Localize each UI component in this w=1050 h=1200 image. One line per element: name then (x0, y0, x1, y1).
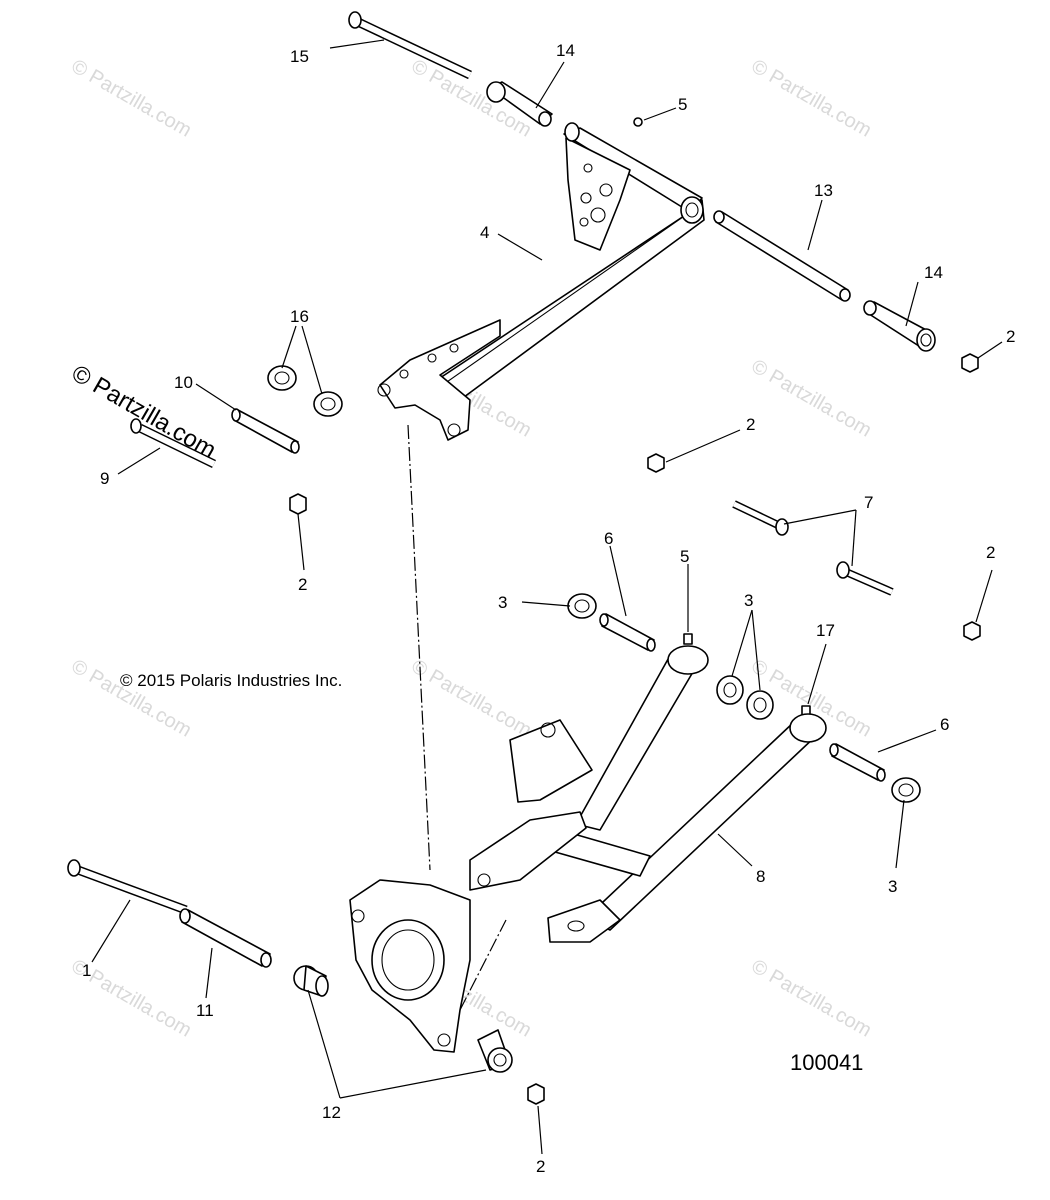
callout-1: 1 (82, 961, 91, 980)
alignment-line (459, 919, 507, 1011)
part-13-tube[interactable] (713, 210, 851, 302)
callout-10: 10 (174, 373, 193, 392)
callout-7: 7 (864, 493, 873, 512)
watermark: © Partzilla.com (68, 655, 196, 741)
part-6-sleeve-a[interactable] (599, 613, 656, 652)
callout-17: 17 (816, 621, 835, 640)
callout-3: 3 (888, 877, 897, 896)
watermark: © Partzilla.com (748, 355, 876, 441)
callout-13: 13 (814, 181, 833, 200)
part-12-bushing-b[interactable] (477, 1029, 513, 1073)
part-1-bolt[interactable] (67, 859, 188, 915)
callout-3: 3 (744, 591, 753, 610)
part-2-nut-e[interactable] (527, 1083, 545, 1105)
callout-14: 14 (556, 41, 575, 60)
copyright-text: © 2015 Polaris Industries Inc. (120, 671, 342, 690)
part-5-grease-fitting-lower[interactable] (683, 633, 693, 645)
part-15-bolt[interactable] (348, 11, 472, 80)
part-5-grease-fitting-top[interactable] (633, 117, 643, 127)
callout-15: 15 (290, 47, 309, 66)
watermarks: © Partzilla.com © Partzilla.com © Partzi… (68, 55, 876, 1041)
part-12-bushing-a[interactable] (293, 965, 329, 997)
callout-2: 2 (1006, 327, 1015, 346)
callout-2: 2 (746, 415, 755, 434)
part-2-nut-b[interactable] (647, 453, 665, 473)
hub-knuckle[interactable] (349, 879, 471, 1053)
callout-3: 3 (498, 593, 507, 612)
callout-11: 11 (196, 1001, 214, 1020)
part-3-bushing-c[interactable] (746, 690, 774, 720)
part-2-nut-a[interactable] (961, 353, 979, 373)
part-16-bushing-a[interactable] (267, 365, 297, 391)
part-4-upper-a-arm[interactable] (377, 122, 705, 441)
part-11-sleeve[interactable] (179, 908, 272, 968)
part-2-nut-c[interactable] (289, 493, 307, 515)
callout-2: 2 (298, 575, 307, 594)
callout-6: 6 (604, 529, 613, 548)
part-7-bolt-a[interactable] (732, 500, 789, 536)
part-16-bushing-b[interactable] (313, 391, 343, 417)
part-3-bushing-b[interactable] (716, 675, 744, 705)
part-14-bushing-right[interactable] (863, 300, 936, 352)
part-3-bushing-d[interactable] (891, 777, 921, 803)
part-3-bushing-a[interactable] (567, 593, 597, 619)
part-2-nut-d[interactable] (963, 621, 981, 641)
part-7-bolt-b[interactable] (836, 561, 894, 596)
callout-14: 14 (924, 263, 943, 282)
callout-2: 2 (536, 1157, 545, 1176)
part-8-lower-arm[interactable] (469, 645, 827, 943)
callout-4: 4 (480, 223, 489, 242)
watermark-main: © Partzilla.com (67, 360, 221, 464)
part-14-bushing-top[interactable] (486, 81, 553, 127)
alignment-line (407, 424, 431, 871)
callout-5: 5 (680, 547, 689, 566)
watermark: © Partzilla.com (408, 655, 536, 741)
watermark: © Partzilla.com (748, 55, 876, 141)
callout-16: 16 (290, 307, 309, 326)
part-6-sleeve-b[interactable] (829, 743, 886, 782)
callout-6: 6 (940, 715, 949, 734)
part-10-sleeve[interactable] (231, 408, 300, 454)
watermark: © Partzilla.com (68, 55, 196, 141)
callout-2: 2 (986, 543, 995, 562)
watermark: © Partzilla.com (748, 955, 876, 1041)
callout-8: 8 (756, 867, 765, 886)
callout-12: 12 (322, 1103, 341, 1122)
leader-lines (91, 39, 1003, 1155)
diagram-id: 100041 (790, 1050, 863, 1075)
callout-9: 9 (100, 469, 109, 488)
callout-5: 5 (678, 95, 687, 114)
callout-labels: 15 14 5 13 4 14 2 2 16 10 9 2 7 2 6 5 3 … (82, 41, 1015, 1176)
part-9-bolt[interactable] (130, 418, 216, 469)
